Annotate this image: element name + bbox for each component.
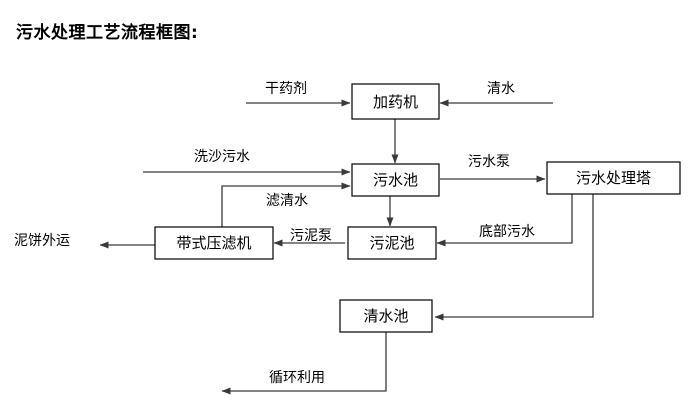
edge-label-bottom-sewage: 底部污水 bbox=[479, 224, 535, 240]
edge-label-sludge-pump: 污泥泵 bbox=[290, 228, 332, 244]
node-sewage-pool-label: 污水池 bbox=[373, 171, 418, 189]
edge-treatment-tower-to-clean-water-pool bbox=[434, 193, 594, 321]
node-sewage-pool[interactable]: 污水池 bbox=[351, 163, 440, 197]
node-dosing-machine[interactable]: 加药机 bbox=[351, 83, 440, 120]
terminal-label-mud-cake-out: 泥饼外运 bbox=[14, 233, 70, 249]
edge-label-recycle-reuse: 循环利用 bbox=[269, 370, 325, 386]
edge-label-dry-chemical: 干药剂 bbox=[265, 81, 307, 97]
edge-label-filtered-clear-water: 滤清水 bbox=[266, 193, 308, 209]
node-belt-filter-press[interactable]: 带式压滤机 bbox=[154, 226, 274, 260]
node-dosing-machine-label: 加药机 bbox=[373, 93, 418, 111]
edge-label-sewage-pump: 污水泵 bbox=[468, 154, 510, 170]
node-clean-water-pool-label: 清水池 bbox=[363, 307, 408, 325]
node-clean-water-pool[interactable]: 清水池 bbox=[339, 299, 433, 333]
node-sludge-pool-label: 污泥池 bbox=[369, 234, 414, 252]
node-treatment-tower-label: 污水处理塔 bbox=[576, 169, 651, 187]
edge-label-clean-water-in: 清水 bbox=[487, 81, 515, 97]
edge-clean-water-pool-to-recycle-reuse bbox=[221, 331, 387, 395]
node-sludge-pool[interactable]: 污泥池 bbox=[347, 226, 437, 260]
edge-filtered-clear-water-to-sewage-pool bbox=[221, 182, 351, 227]
node-belt-filter-press-label: 带式压滤机 bbox=[176, 234, 251, 252]
node-treatment-tower[interactable]: 污水处理塔 bbox=[546, 161, 681, 195]
edge-bottom-sewage-to-sludge-pool bbox=[436, 193, 573, 247]
edge-label-sand-wash-sewage: 洗沙污水 bbox=[194, 149, 250, 165]
page-title: 污水处理工艺流程框图: bbox=[16, 23, 199, 43]
